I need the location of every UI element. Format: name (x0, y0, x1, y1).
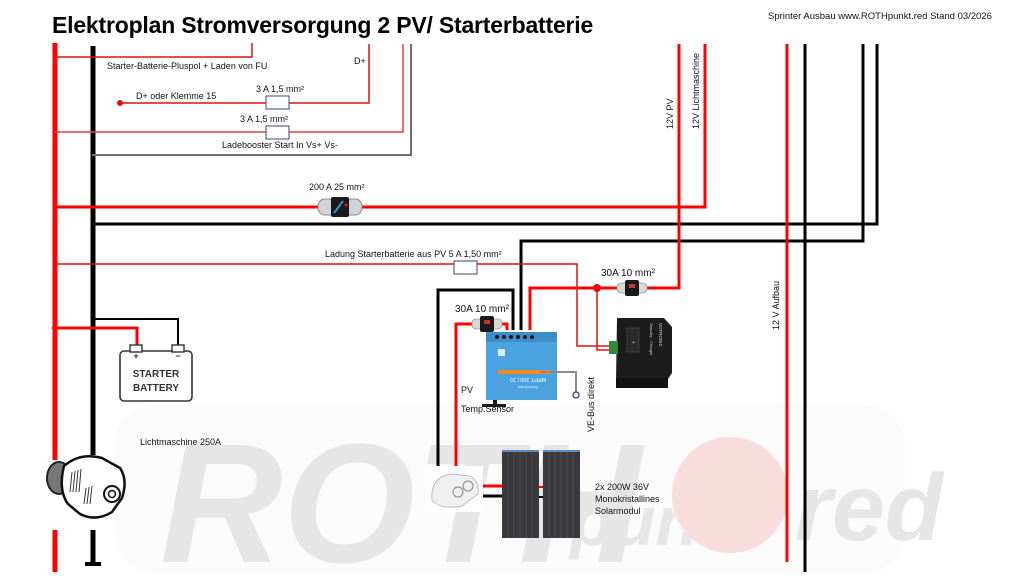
page-title: Elektroplan Stromversorgung 2 PV/ Starte… (52, 12, 594, 38)
battery-minus-sign: − (175, 351, 180, 361)
wire-negative-pv-mppt (519, 44, 865, 330)
watermark: ROTH punkt red (115, 405, 945, 576)
label-lichtmaschine: Lichtmaschine 250A (140, 437, 222, 447)
charger-name: Standby - Charger (649, 323, 654, 356)
label-ladebooster: Ladebooster Start In Vs+ Vs- (222, 140, 338, 150)
standby-charger: + VOTRONIC Standby - Charger (609, 318, 672, 388)
wire-ladung-starter (55, 263, 612, 347)
label-fuse-30a-left: 30A 10 mm² (455, 304, 509, 315)
mppt-brand: SmartSolar (517, 385, 538, 390)
label-12v-lichtmaschine: 12V Lichtmaschine (691, 52, 701, 129)
label-ladung-starter: Ladung Starterbatterie aus PV 5 A 1,50 m… (325, 249, 502, 259)
fuse-3a-2 (265, 125, 290, 140)
charger-brand: VOTRONIC (658, 323, 663, 348)
battery-label-line1: STARTER (133, 369, 180, 380)
fuse-30a-right (616, 280, 648, 296)
label-solar-line1: 2x 200W 36V (595, 482, 650, 492)
charger-plus: + (632, 340, 635, 346)
alternator-icon (46, 455, 126, 519)
d-plus-terminal (117, 100, 123, 106)
label-12v-aufbau: 12 V Aufbau (771, 280, 781, 330)
label-solar-line3: Solarmodul (595, 506, 641, 516)
label-fuse-30a-right: 30A 10 mm² (601, 268, 655, 279)
fuse-30a-left (471, 316, 503, 332)
label-solar: 2x 200W 36V Monokristallines Solarmodul (595, 481, 660, 517)
label-12v-pv: 12V PV (665, 98, 675, 129)
wire-d-plus (120, 44, 370, 104)
wire-battery-positive (55, 326, 139, 347)
label-temp-sensor: Temp.Sensor (461, 404, 515, 414)
watermark-red: red (795, 455, 945, 561)
wire-12v-lichtmaschine (55, 44, 707, 209)
temp-sensor-icon (482, 404, 506, 407)
solar-panel-2 (543, 450, 580, 538)
ve-bus-connector-icon (572, 391, 580, 399)
label-ve-bus: VE-Bus direkt (586, 376, 596, 432)
label-solar-line2: Monokristallines (595, 494, 660, 504)
wire-ladebooster-start (55, 44, 404, 133)
label-d-plus-klemme: D+ oder Klemme 15 (136, 91, 217, 101)
wire-negative-12v-licht (93, 44, 879, 226)
solar-panel-1 (502, 450, 539, 538)
wire-charger-feed (596, 288, 612, 351)
fuse-5a (453, 260, 478, 275)
wire-12v-pv (528, 44, 681, 330)
label-fuse-3a-2: 3 A 1,5 mm² (240, 114, 289, 124)
wire-pv-negative (436, 288, 515, 505)
label-d-plus: D+ (354, 56, 366, 66)
fuse-200a (317, 197, 363, 217)
watermark-circle (672, 437, 788, 553)
fuse-3a-1 (265, 95, 290, 110)
starter-battery: + − STARTER BATTERY (119, 344, 193, 402)
mppt-model: MPPT 100 | 20 (510, 376, 547, 382)
label-starter-plus: Starter-Batterie-Pluspol + Laden von FU (107, 61, 268, 71)
wire-battery-negative (93, 318, 179, 347)
solar-roof-connector (425, 466, 483, 512)
wire-starter-plus (55, 43, 253, 58)
battery-plus-sign: + (133, 351, 138, 361)
label-fuse-3a-1: 3 A 1,5 mm² (256, 84, 305, 94)
mppt-charge-controller: MPPT 100 | 20 SmartSolar (482, 332, 557, 407)
label-pv: PV (461, 385, 474, 395)
battery-label-line2: BATTERY (133, 383, 179, 394)
label-fuse-200a: 200 A 25 mm² (309, 182, 365, 192)
wire-ladebooster-vs-minus (92, 44, 412, 156)
junction-battery-positive (52, 325, 58, 331)
credit-line: Sprinter Ausbau www.ROTHpunkt.red Stand … (768, 11, 992, 22)
ve-bus-cable (540, 371, 577, 392)
